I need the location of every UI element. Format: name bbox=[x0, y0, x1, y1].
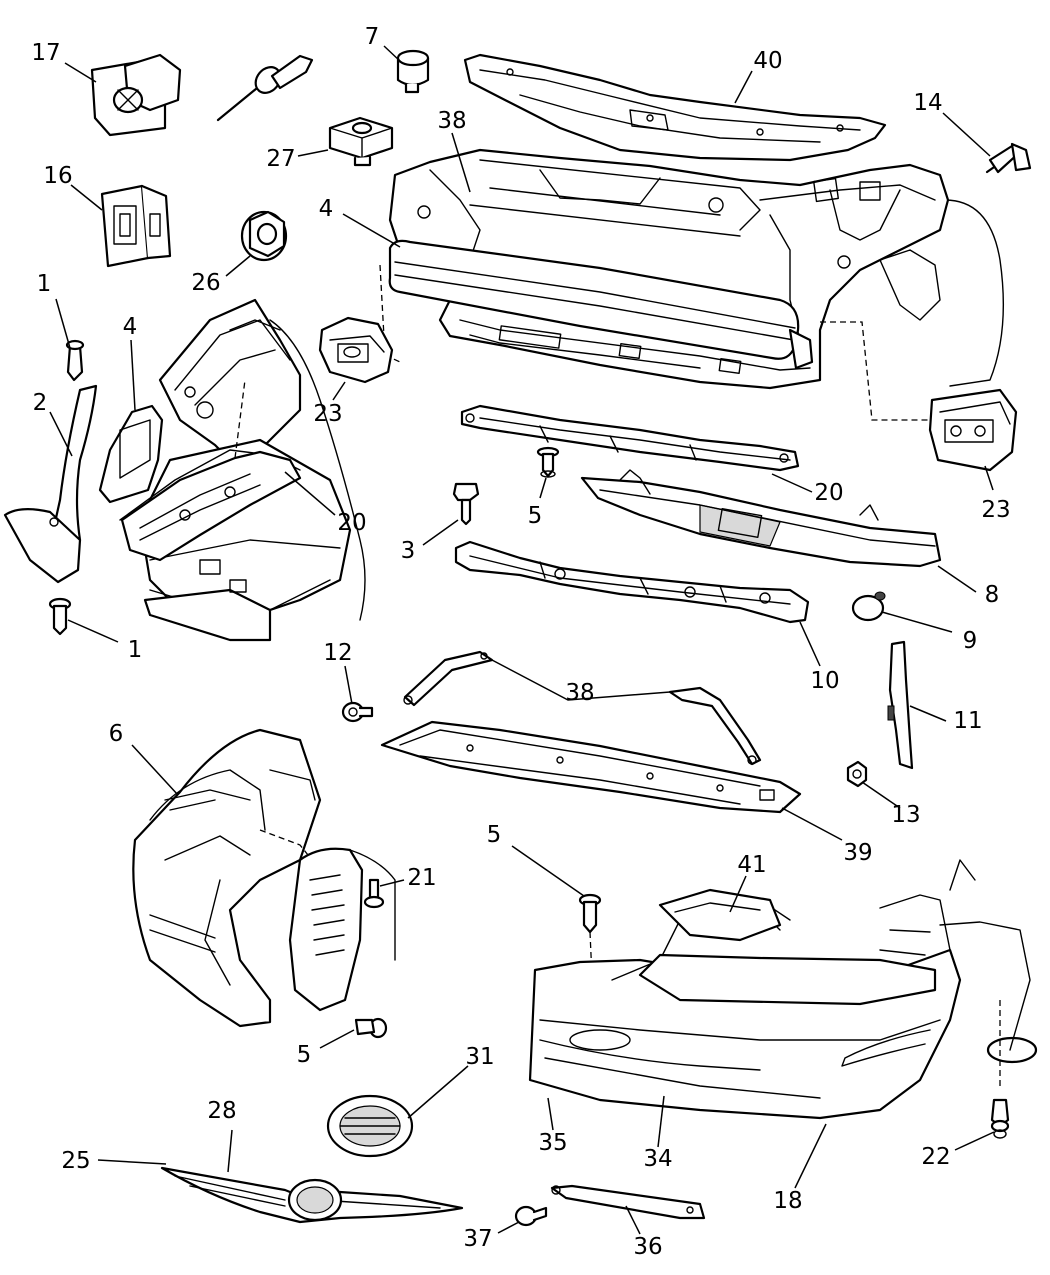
callout-4-left: 4 bbox=[123, 314, 138, 340]
callout-39: 39 bbox=[843, 840, 872, 866]
callout-numbers: 17 7 40 14 38 27 16 4 26 1 4 23 2 23 20 … bbox=[31, 24, 1010, 1260]
callout-5-upper: 5 bbox=[528, 503, 543, 529]
part-5-push-pin-b bbox=[354, 1017, 388, 1039]
callout-4-top: 4 bbox=[319, 196, 334, 222]
part-40-upper-panel bbox=[463, 53, 887, 162]
callout-8: 8 bbox=[985, 582, 1000, 608]
part-1-push-pin-upper bbox=[65, 339, 85, 382]
part-6-fascia-left bbox=[132, 728, 322, 1028]
part-18-front-fascia bbox=[528, 859, 1038, 1120]
part-5-push-pin-a bbox=[536, 446, 560, 478]
part-23-absorber-right bbox=[820, 321, 1018, 472]
part-23-absorber-left bbox=[318, 316, 394, 384]
callout-40: 40 bbox=[753, 48, 782, 74]
part-11-vertical-bracket bbox=[887, 640, 914, 770]
callout-38-mid: 38 bbox=[565, 680, 594, 706]
callout-41: 41 bbox=[737, 852, 766, 878]
callout-20-left: 20 bbox=[337, 510, 366, 536]
callout-35: 35 bbox=[538, 1130, 567, 1156]
rivet-part bbox=[216, 54, 314, 122]
callout-5-lower: 5 bbox=[297, 1042, 312, 1068]
callout-36: 36 bbox=[633, 1234, 662, 1260]
part-41-brace bbox=[658, 888, 782, 942]
callout-13: 13 bbox=[891, 802, 920, 828]
part-12-bolt bbox=[341, 701, 374, 723]
callout-26: 26 bbox=[191, 270, 220, 296]
part-3-bolt bbox=[452, 482, 480, 526]
callout-38: 38 bbox=[437, 108, 466, 134]
part-38-bracket-left bbox=[403, 650, 494, 707]
callout-17: 17 bbox=[31, 40, 60, 66]
part-25-28-winged-badge bbox=[160, 1166, 464, 1224]
part-8-grille-insert bbox=[580, 469, 942, 568]
callout-23-right: 23 bbox=[981, 497, 1010, 523]
callout-10: 10 bbox=[810, 668, 839, 694]
part-10-lower-bracket bbox=[454, 540, 810, 624]
part-27-nut-clip bbox=[328, 116, 394, 167]
callout-1-upper: 1 bbox=[37, 271, 52, 297]
callout-6: 6 bbox=[109, 721, 124, 747]
part-37-bolt bbox=[514, 1205, 548, 1227]
callout-21: 21 bbox=[407, 865, 436, 891]
part-9-grommet bbox=[851, 591, 886, 622]
part-4-bumper-beam bbox=[379, 239, 814, 370]
callout-9: 9 bbox=[963, 628, 978, 654]
callout-22: 22 bbox=[921, 1144, 950, 1170]
leader-lines bbox=[49, 45, 995, 1235]
part-39-lower-shield bbox=[380, 720, 802, 814]
part-26-flange-nut bbox=[240, 210, 288, 262]
part-20-tie-bar-right bbox=[460, 404, 800, 472]
callout-11: 11 bbox=[953, 708, 982, 734]
callout-7: 7 bbox=[365, 24, 380, 50]
callout-5-middle: 5 bbox=[487, 822, 502, 848]
part-31-emblem bbox=[326, 1094, 414, 1158]
callout-20-right: 20 bbox=[814, 480, 843, 506]
callout-1-lower: 1 bbox=[128, 637, 143, 663]
part-14-push-pin bbox=[985, 142, 1032, 174]
callout-18: 18 bbox=[773, 1188, 802, 1214]
part-7-cap bbox=[396, 49, 430, 94]
part-13-nut bbox=[846, 760, 868, 788]
callout-27: 27 bbox=[266, 146, 295, 172]
callout-28: 28 bbox=[207, 1098, 236, 1124]
part-1-push-pin-lower bbox=[48, 597, 72, 636]
fender-outline-right bbox=[944, 199, 1005, 387]
callout-14: 14 bbox=[913, 90, 942, 116]
callout-3: 3 bbox=[401, 538, 416, 564]
callout-23-left: 23 bbox=[313, 401, 342, 427]
part-17-push-clip bbox=[90, 53, 182, 137]
callout-34: 34 bbox=[643, 1146, 672, 1172]
callout-37: 37 bbox=[463, 1226, 492, 1252]
radiator-support-assembly bbox=[388, 148, 950, 390]
callout-16: 16 bbox=[43, 163, 72, 189]
part-38-bracket-right bbox=[668, 686, 762, 766]
callout-12: 12 bbox=[323, 640, 352, 666]
part-20-tie-bar-left bbox=[120, 379, 302, 562]
part-21-side-bracket bbox=[288, 847, 396, 1012]
part-4-air-deflector bbox=[98, 404, 164, 504]
part-16-bracket-clip bbox=[100, 184, 172, 268]
callout-25: 25 bbox=[61, 1148, 90, 1174]
callout-2: 2 bbox=[33, 390, 48, 416]
part-22-push-pin bbox=[990, 1098, 1010, 1139]
part-36-bracket-bar bbox=[550, 1184, 706, 1220]
callout-31: 31 bbox=[465, 1044, 494, 1070]
part-2-splash-shield bbox=[3, 384, 98, 584]
part-21-screw bbox=[363, 878, 385, 909]
